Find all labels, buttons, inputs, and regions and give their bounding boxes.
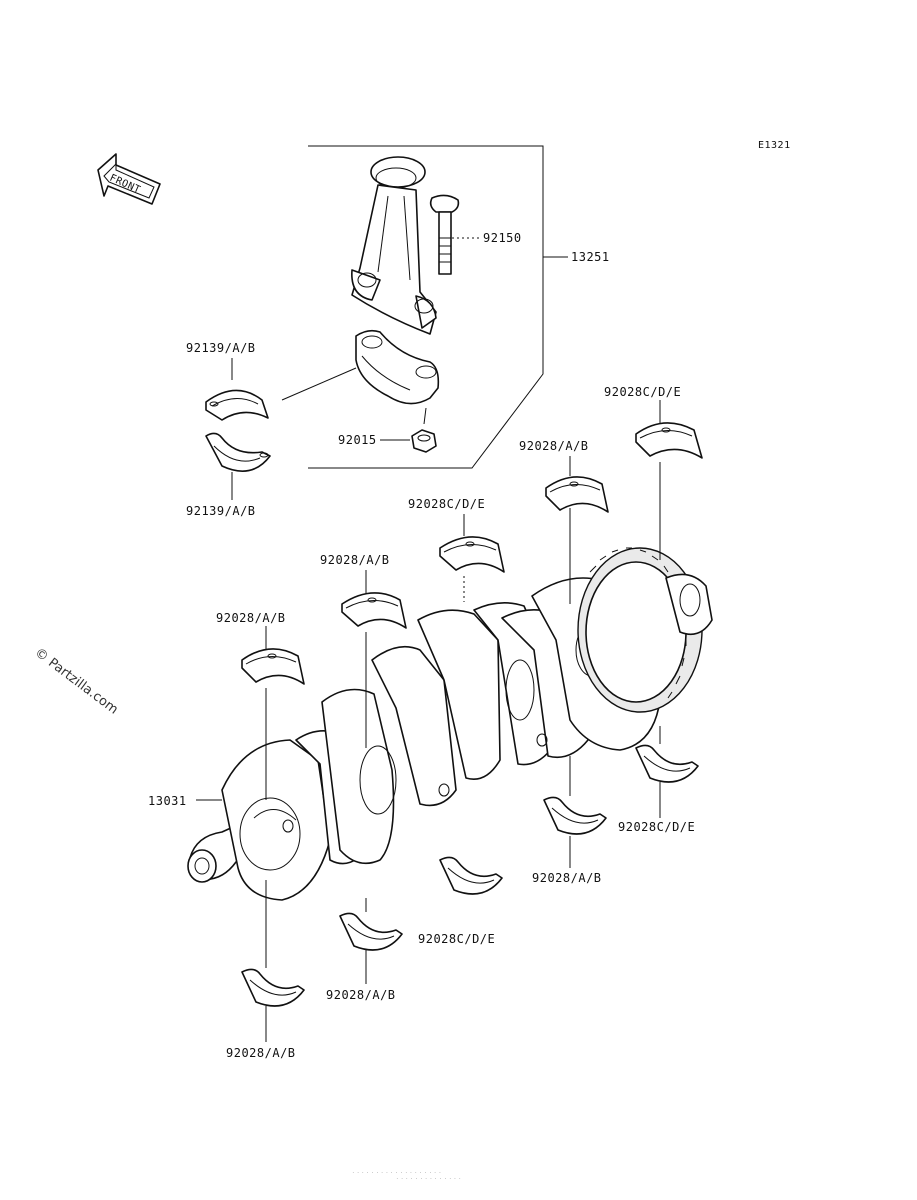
- conrod-bearing-to-cap-leader: [281, 367, 357, 401]
- main-bearing-lower-3: [439, 856, 503, 895]
- label-main-bearing-lower-2: 92028/A/B: [532, 871, 602, 885]
- label-conrod-assy: 13251: [571, 250, 610, 264]
- label-main-bearing-lower-right: 92028C/D/E: [618, 820, 695, 834]
- label-main-bearing-lower-5: 92028/A/B: [226, 1046, 296, 1060]
- main-bearing-lower-4: [339, 912, 403, 951]
- conrod-cap: [355, 329, 440, 405]
- crankshaft: [187, 547, 713, 901]
- label-conrod-bolt: 92150: [483, 231, 522, 245]
- main-bearing-upper-3: [439, 536, 505, 573]
- connecting-rod: [351, 156, 437, 335]
- main-bearing-leaders: [196, 400, 661, 1042]
- main-bearing-lower-5: [241, 968, 305, 1007]
- main-bearing-upper-4: [341, 592, 407, 629]
- main-bearing-upper-5: [241, 648, 305, 685]
- footer-fine-print-line-1: · · · · · · · · · · · · · · · · · · ·: [352, 1170, 441, 1175]
- conrod-nut: [411, 429, 437, 453]
- conrod-bearing-lower: [205, 432, 271, 472]
- footer-fine-print-line-2: · · · · · · · · · · · · · ·: [396, 1176, 461, 1181]
- label-main-bearing-upper-5: 92028/A/B: [216, 611, 286, 625]
- label-crankshaft: 13031: [148, 794, 187, 808]
- conrod-bearing-upper: [205, 389, 269, 421]
- label-main-bearing-lower-3: 92028C/D/E: [418, 932, 495, 946]
- front-arrow-icon: FRONT: [97, 153, 161, 205]
- label-conrod-bearing-bottom: 92139/A/B: [186, 504, 256, 518]
- label-conrod-nut: 92015: [338, 433, 377, 447]
- main-bearing-lower-2: [543, 796, 607, 835]
- conrod-assembly-bracket: [308, 145, 568, 469]
- conrod-nut-leader: [423, 407, 427, 425]
- diagram-code: E1321: [758, 140, 791, 151]
- main-bearing-upper-right: [635, 422, 703, 459]
- watermark: © Partzilla.com: [32, 645, 121, 717]
- label-main-bearing-lower-4: 92028/A/B: [326, 988, 396, 1002]
- label-main-bearing-upper-3: 92028C/D/E: [408, 497, 485, 511]
- label-main-bearing-upper-right: 92028C/D/E: [604, 385, 681, 399]
- label-conrod-bearing-top: 92139/A/B: [186, 341, 256, 355]
- main-bearing-upper-2: [545, 476, 609, 513]
- label-main-bearing-upper-4: 92028/A/B: [320, 553, 390, 567]
- main-bearing-lower-right: [635, 744, 699, 783]
- conrod-bolt: [429, 194, 460, 275]
- label-main-bearing-upper-2: 92028/A/B: [519, 439, 589, 453]
